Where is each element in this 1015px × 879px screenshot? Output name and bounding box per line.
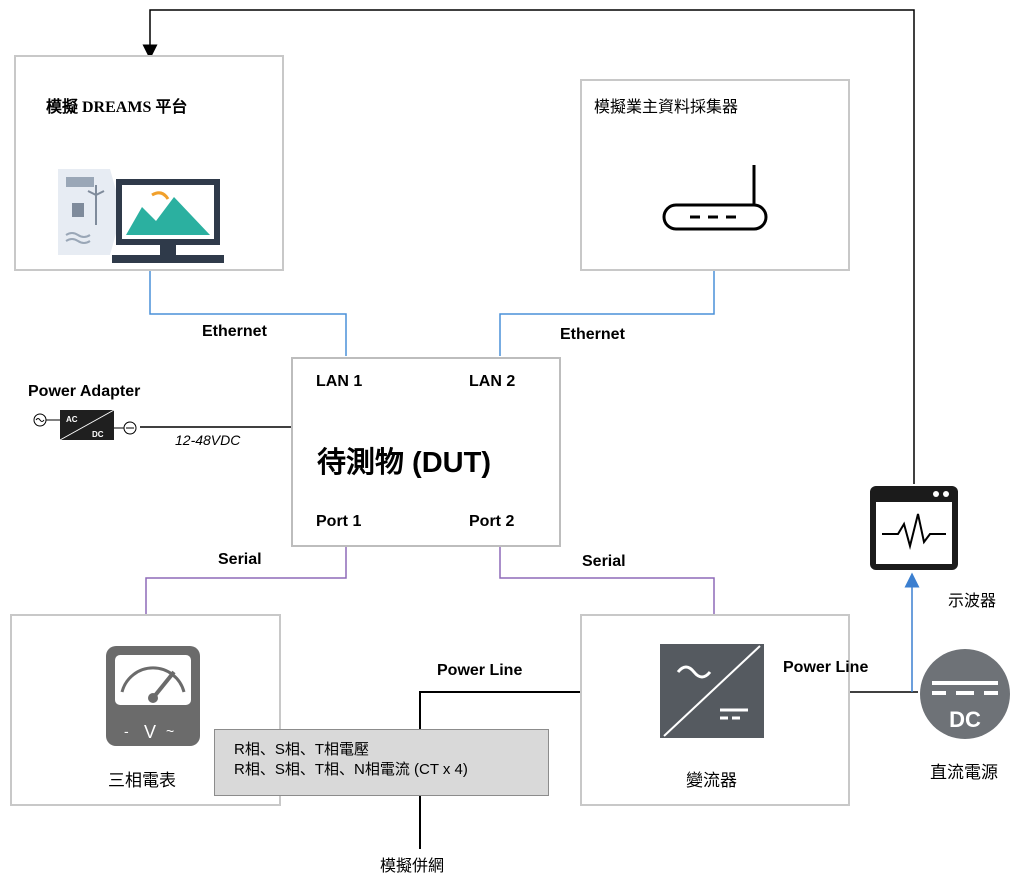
ethernet-label-left: Ethernet [202, 323, 267, 340]
svg-text:-: - [124, 723, 129, 739]
data-collector-box: 模擬業主資料採集器 [580, 79, 850, 271]
serial-link-right [499, 545, 715, 614]
dc-source-label: 直流電源 [930, 763, 998, 782]
inverter-label: 變流器 [686, 771, 737, 790]
ethernet-link-left [149, 270, 347, 356]
three-phase-meter-label: 三相電表 [108, 771, 176, 790]
svg-text:DC: DC [949, 707, 981, 732]
serial-label-left: Serial [218, 551, 262, 568]
dreams-platform-box: 模擬 DREAMS 平台 [14, 55, 284, 271]
oscilloscope-feedback-line [142, 9, 915, 484]
svg-text:AC: AC [66, 415, 78, 424]
port2-label: Port 2 [469, 513, 515, 530]
ethernet-label-right: Ethernet [560, 326, 625, 343]
svg-text:~: ~ [166, 723, 174, 739]
lan2-label: LAN 2 [469, 373, 516, 390]
dut-box: LAN 1 LAN 2 待測物 (DUT) Port 1 Port 2 [291, 357, 561, 547]
inverter-icon [660, 644, 764, 738]
dreams-platform-label: 模擬 DREAMS 平台 [46, 99, 188, 116]
lan1-label: LAN 1 [316, 373, 363, 390]
ethernet-link-right [499, 270, 715, 356]
adapter-voltage-label: 12-48VDC [175, 432, 241, 448]
data-collector-label: 模擬業主資料採集器 [594, 99, 739, 116]
dc-source-icon: DC [920, 649, 1010, 739]
svg-text:V: V [144, 722, 156, 742]
oscilloscope-label: 示波器 [948, 593, 997, 610]
oscilloscope-icon [870, 486, 958, 570]
analog-meter-icon: - V ~ [106, 646, 200, 746]
monitor-chart-icon [112, 179, 224, 263]
port1-label: Port 1 [316, 513, 362, 530]
power-line-label-right: Power Line [783, 659, 869, 676]
power-line-label-left: Power Line [437, 662, 523, 679]
renewable-energy-icon [58, 169, 122, 255]
grid-label: 模擬併網 [380, 858, 445, 875]
serial-link-left [145, 545, 347, 614]
power-adapter-label: Power Adapter [28, 383, 141, 400]
measurement-voltage: R相、S相、T相電壓 [234, 741, 370, 758]
measurement-current: R相、S相、T相、N相電流 (CT x 4) [234, 761, 468, 778]
inverter-box: 變流器 [580, 614, 850, 806]
dut-title: 待測物 (DUT) [317, 447, 491, 479]
measurement-box: R相、S相、T相電壓 R相、S相、T相、N相電流 (CT x 4) [214, 729, 549, 796]
svg-text:DC: DC [92, 430, 104, 439]
ac-dc-adapter-icon: AC DC [33, 409, 137, 441]
power-line-inverter-to-grid [419, 691, 658, 849]
serial-label-right: Serial [582, 553, 626, 570]
router-icon [662, 165, 768, 231]
